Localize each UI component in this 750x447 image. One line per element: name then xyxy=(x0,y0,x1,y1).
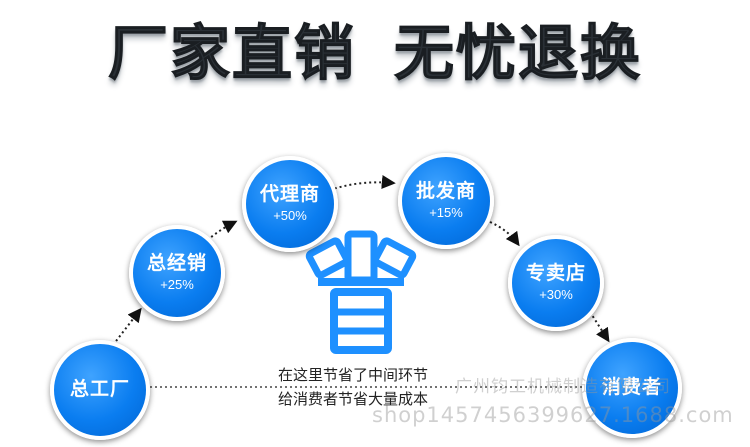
node-consumer-name: 消费者 xyxy=(601,377,662,398)
headline-banner: 厂家直销 无忧退换 xyxy=(0,8,750,89)
node-agent: 代理商 +50% xyxy=(242,156,338,252)
arrow-store-to-consumer xyxy=(589,311,610,343)
watermark-shop: shop1457456399627.1688.com xyxy=(372,403,734,427)
arrow-factory-to-distributor xyxy=(112,307,142,346)
arrow-distributor-to-agent xyxy=(199,220,238,248)
node-wholesaler-name: 批发商 xyxy=(415,181,476,202)
node-factory: 总工厂 xyxy=(50,340,150,440)
arrow-wholesaler-to-store xyxy=(489,221,520,247)
save-glyph-icon xyxy=(305,230,417,354)
caption-line-1: 在这里节省了中间环节 xyxy=(276,366,480,386)
node-store-percent: +30% xyxy=(539,287,573,302)
node-consumer: 消费者 xyxy=(582,338,682,438)
watermark-company: 广州钧工机械制造有限公司 xyxy=(455,377,671,397)
node-agent-percent: +50% xyxy=(273,208,307,223)
node-store: 专卖店 +30% xyxy=(508,235,604,331)
node-agent-name: 代理商 xyxy=(259,184,320,205)
node-distributor-percent: +25% xyxy=(160,277,194,292)
node-wholesaler: 批发商 +15% xyxy=(398,153,494,249)
node-distributor: 总经销 +25% xyxy=(129,225,225,321)
node-factory-name: 总工厂 xyxy=(69,379,130,400)
node-wholesaler-percent: +15% xyxy=(429,205,463,220)
caption-line-2: 给消费者节省大量成本 xyxy=(276,390,480,410)
headline-right: 无忧退换 xyxy=(394,18,642,89)
headline-left: 厂家直销 xyxy=(108,18,356,89)
node-store-name: 专卖店 xyxy=(525,263,586,284)
arrow-agent-to-wholesaler xyxy=(329,175,396,191)
node-distributor-name: 总经销 xyxy=(146,253,207,274)
